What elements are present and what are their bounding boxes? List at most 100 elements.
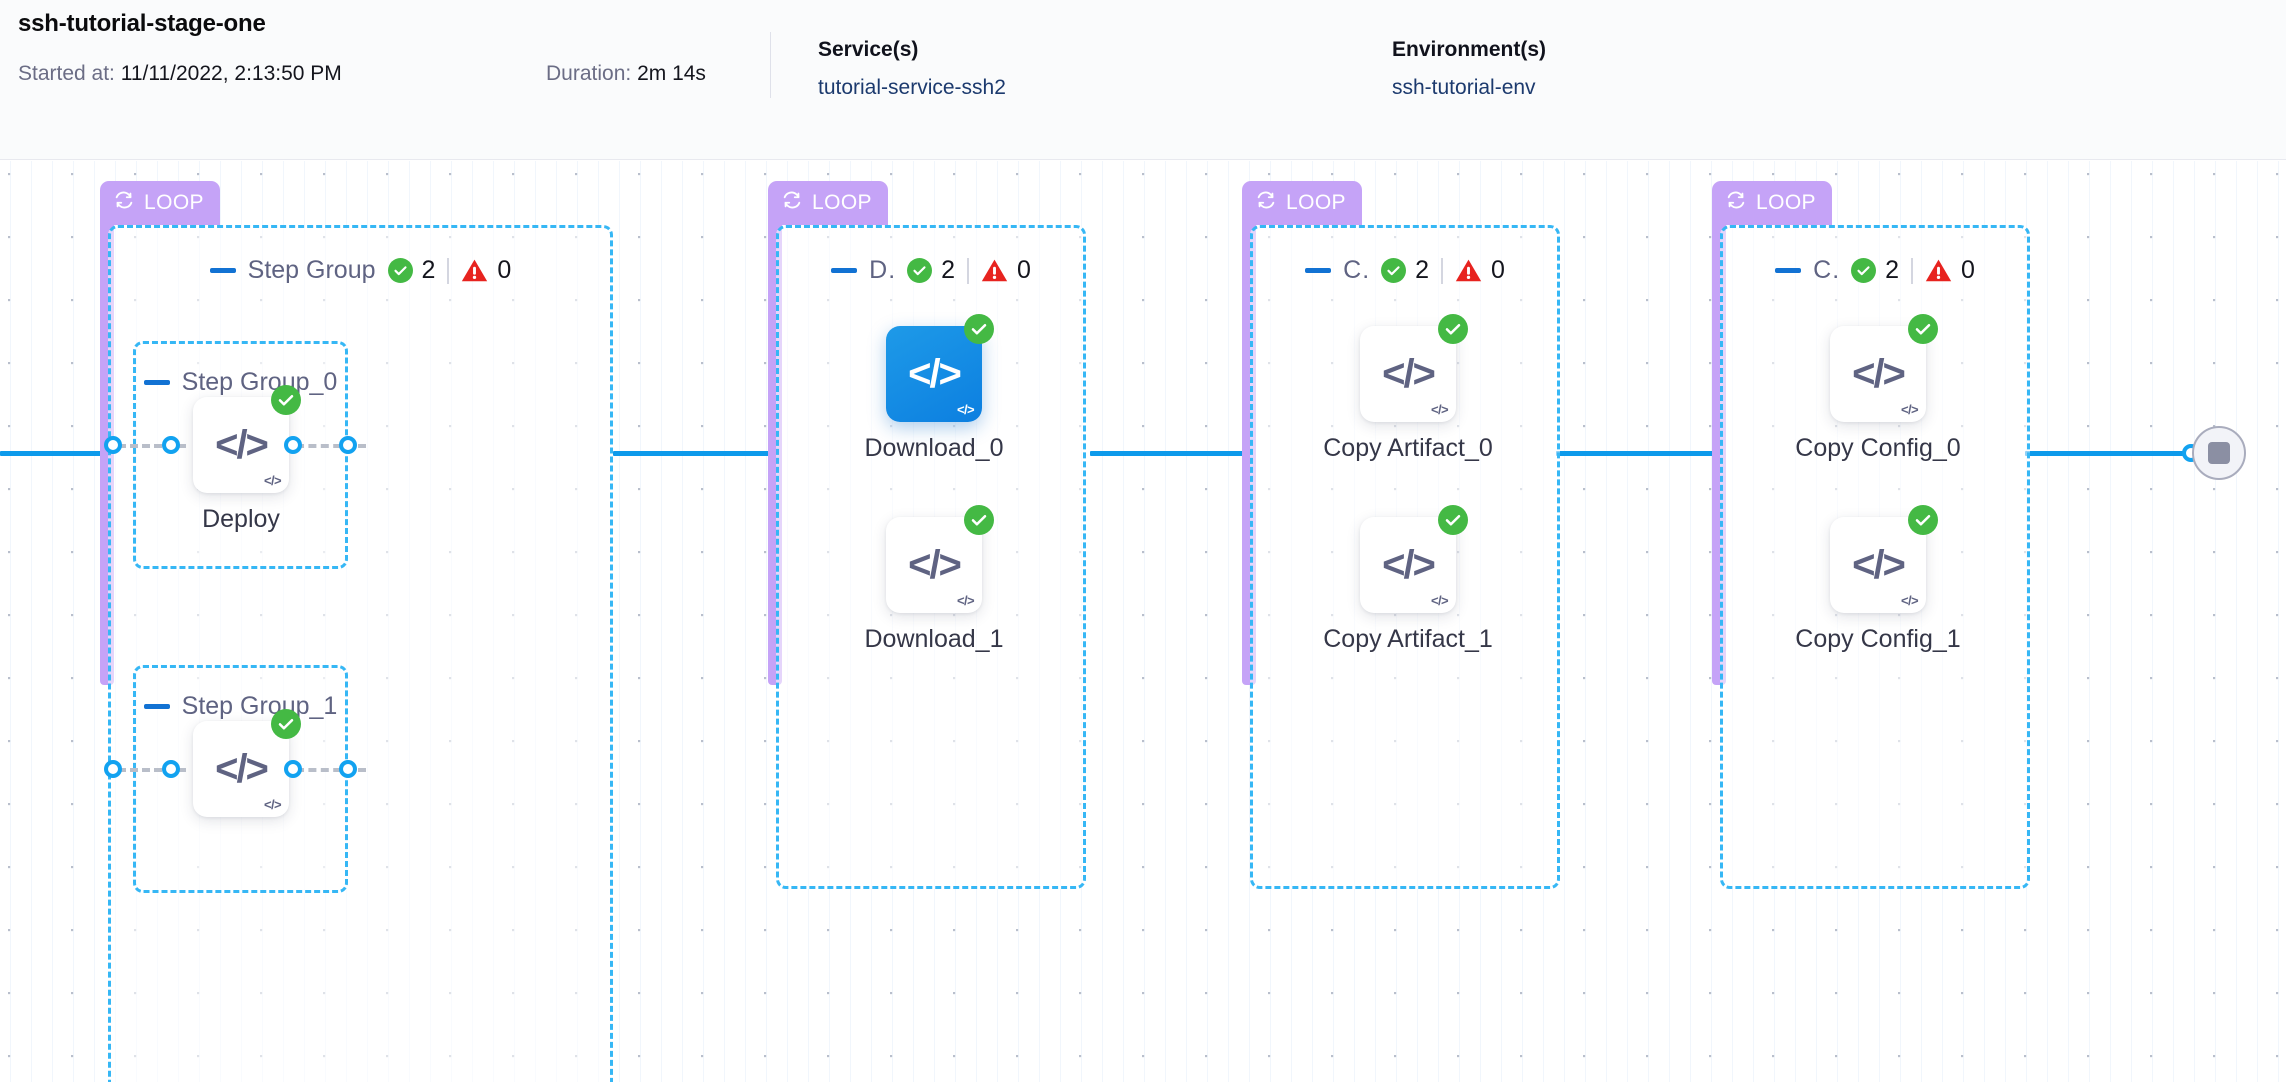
node-card[interactable]: </> </> bbox=[1830, 314, 1938, 422]
success-count: 2 bbox=[1415, 256, 1429, 284]
shell-script-icon: </> bbox=[1852, 543, 1906, 587]
status-badge-success bbox=[1908, 314, 1938, 344]
port-outer-right[interactable] bbox=[339, 436, 357, 454]
end-node-stop[interactable] bbox=[2192, 426, 2246, 480]
group-counts: 2 0 bbox=[907, 256, 1031, 285]
status-badge-success bbox=[964, 314, 994, 344]
duration-value: 2m 14s bbox=[637, 62, 706, 85]
link-g2-g3 bbox=[1090, 451, 1246, 456]
success-icon bbox=[907, 258, 933, 283]
shell-script-badge-icon: </> bbox=[1431, 402, 1449, 417]
service-link[interactable]: tutorial-service-ssh2 bbox=[818, 76, 1006, 99]
inner-step-group-0[interactable]: Step Group_0 </> </> Deploy bbox=[104, 341, 366, 569]
loop-icon bbox=[113, 189, 135, 217]
shell-script-icon: </> bbox=[215, 747, 269, 791]
shell-script-badge-icon: </> bbox=[957, 402, 975, 417]
group-title: C.. bbox=[1343, 256, 1369, 284]
shell-script-icon: </> bbox=[1382, 352, 1436, 396]
node-step-group-1-step[interactable]: </> </> bbox=[193, 709, 301, 817]
shell-script-badge-icon: </> bbox=[264, 797, 282, 812]
services-heading: Service(s) bbox=[818, 38, 919, 61]
node-copy-artifact-0[interactable]: </> </> Copy Artifact_0 bbox=[1323, 314, 1493, 462]
loop-badge[interactable]: LOOP bbox=[100, 181, 220, 225]
group-header: C.. 2 0 bbox=[1723, 256, 2027, 285]
node-copy-config-0[interactable]: </> </> Copy Config_0 bbox=[1795, 314, 1961, 462]
success-count: 2 bbox=[421, 256, 436, 284]
loop-badge[interactable]: LOOP bbox=[768, 181, 888, 225]
group-box[interactable]: C.. 2 0 bbox=[1720, 225, 2030, 889]
node-card[interactable]: </> </> bbox=[1360, 314, 1468, 422]
warning-count: 0 bbox=[497, 256, 512, 284]
node-deploy[interactable]: </> </> Deploy bbox=[193, 385, 301, 533]
shell-script-badge-icon: </> bbox=[1431, 593, 1449, 608]
duration-label: Duration: bbox=[546, 62, 632, 85]
port-outer-left[interactable] bbox=[104, 760, 122, 778]
collapse-toggle-icon[interactable] bbox=[1305, 268, 1332, 273]
status-badge-success bbox=[271, 385, 301, 415]
shell-script-badge-icon: </> bbox=[957, 593, 975, 608]
node-download-1[interactable]: </> </> Download_1 bbox=[865, 505, 1004, 653]
port-inner-right[interactable] bbox=[284, 760, 302, 778]
count-divider bbox=[447, 257, 450, 284]
stop-icon bbox=[2208, 442, 2230, 464]
link-entry bbox=[0, 451, 102, 456]
warning-icon bbox=[1925, 258, 1952, 283]
node-copy-config-1[interactable]: </> </> Copy Config_1 bbox=[1795, 505, 1961, 653]
port-inner-right[interactable] bbox=[284, 436, 302, 454]
count-divider bbox=[1441, 257, 1443, 284]
loop-badge-label: LOOP bbox=[1756, 191, 1816, 214]
loop-badge[interactable]: LOOP bbox=[1712, 181, 1832, 225]
warning-icon bbox=[981, 258, 1008, 283]
started-at-label: Started at: bbox=[18, 62, 115, 85]
collapse-toggle-icon[interactable] bbox=[209, 268, 236, 273]
inner-group-title: Step Group_1 bbox=[181, 692, 338, 720]
inner-group-title: Step Group_0 bbox=[181, 368, 338, 396]
group-counts: 2 0 bbox=[387, 256, 512, 285]
collapse-toggle-icon[interactable] bbox=[143, 380, 170, 385]
port-inner-left[interactable] bbox=[162, 436, 180, 454]
node-card[interactable]: </> </> bbox=[1830, 505, 1938, 613]
environment-link[interactable]: ssh-tutorial-env bbox=[1392, 76, 1536, 99]
port-outer-right[interactable] bbox=[339, 760, 357, 778]
loop-badge-label: LOOP bbox=[1286, 191, 1346, 214]
group-title: Step Group bbox=[247, 256, 376, 284]
group-header: D.. 2 0 bbox=[779, 256, 1083, 285]
shell-script-icon: </> bbox=[908, 352, 962, 396]
collapse-toggle-icon[interactable] bbox=[143, 704, 170, 709]
page-title: ssh-tutorial-stage-one bbox=[18, 10, 266, 37]
success-icon bbox=[387, 258, 413, 283]
status-badge-success bbox=[271, 709, 301, 739]
node-download-0[interactable]: </> </> Download_0 bbox=[865, 314, 1004, 462]
node-copy-artifact-1[interactable]: </> </> Copy Artifact_1 bbox=[1323, 505, 1493, 653]
node-card[interactable]: </> </> bbox=[886, 314, 994, 422]
header-divider bbox=[770, 32, 771, 98]
loop-badge[interactable]: LOOP bbox=[1242, 181, 1362, 225]
loop-icon bbox=[781, 189, 803, 217]
duration: Duration: 2m 14s bbox=[546, 62, 706, 86]
success-icon bbox=[1851, 258, 1877, 283]
dashed-connector-left bbox=[118, 768, 186, 772]
node-card[interactable]: </> </> bbox=[886, 505, 994, 613]
node-label: Download_1 bbox=[864, 625, 1004, 653]
group-box[interactable]: C.. 2 0 bbox=[1250, 225, 1560, 889]
execution-header: ssh-tutorial-stage-one Started at: 11/11… bbox=[0, 0, 2286, 160]
started-at: Started at: 11/11/2022, 2:13:50 PM bbox=[18, 62, 342, 86]
group-counts: 2 0 bbox=[1381, 256, 1505, 285]
environments-heading: Environment(s) bbox=[1392, 38, 1547, 61]
port-inner-left[interactable] bbox=[162, 760, 180, 778]
node-card[interactable]: </> </> bbox=[193, 709, 301, 817]
group-box[interactable]: D.. 2 0 bbox=[776, 225, 1086, 889]
node-card[interactable]: </> </> bbox=[193, 385, 301, 493]
group-box[interactable]: Step Group 2 0 bbox=[104, 225, 613, 1082]
node-card[interactable]: </> </> bbox=[1360, 505, 1468, 613]
success-icon bbox=[1381, 258, 1407, 283]
warning-count: 0 bbox=[1961, 256, 1975, 284]
port-outer-left[interactable] bbox=[104, 436, 122, 454]
group-counts: 2 0 bbox=[1851, 256, 1975, 285]
dashed-connector-right bbox=[296, 768, 366, 772]
collapse-toggle-icon[interactable] bbox=[1775, 268, 1802, 273]
pipeline-graph-canvas[interactable]: LOOP Step Group 2 bbox=[0, 161, 2286, 1082]
inner-step-group-1[interactable]: Step Group_1 </> </> bbox=[104, 665, 366, 893]
collapse-toggle-icon[interactable] bbox=[831, 268, 858, 273]
node-label: Copy Artifact_1 bbox=[1323, 625, 1493, 653]
